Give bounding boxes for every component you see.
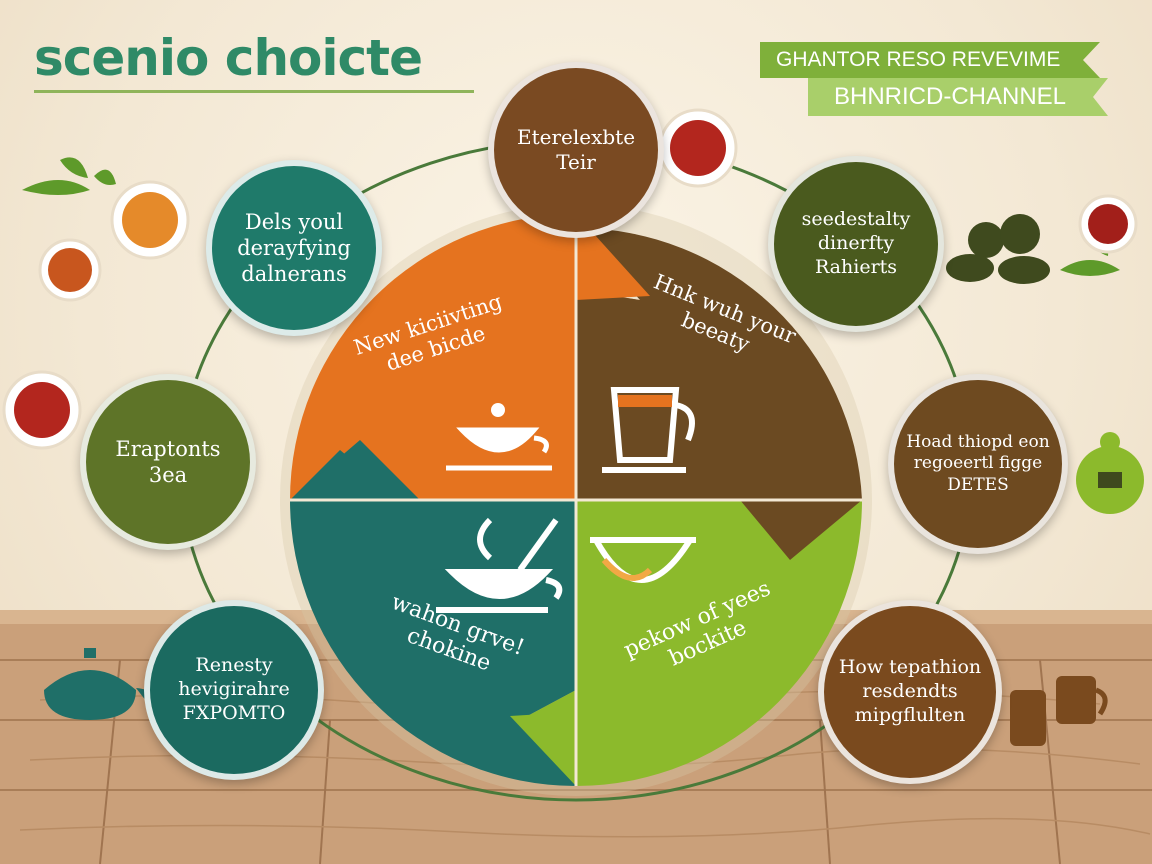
segment-green: [520, 500, 862, 786]
node-mid-left: Eraptonts 3ea: [80, 374, 256, 550]
node-lower-left: Renesty hevigirahre FXPOMTO: [144, 600, 324, 780]
banner-line-2: BHNRICD-CHANNEL: [808, 78, 1108, 116]
node-upper-left-text: Dels youl derayfying dalnerans: [237, 209, 351, 287]
node-upper-right: seedestalty dinerfty Rahierts: [768, 156, 944, 332]
node-upper-right-text: seedestalty dinerfty Rahierts: [801, 208, 911, 278]
channel-banner: GHANTOR RESO REVEVIME BHNRICD-CHANNEL: [760, 42, 1120, 120]
node-mid-right: Hoad thiopd eon regoeertl figge DETES: [888, 374, 1068, 554]
node-upper-left: Dels youl derayfying dalnerans: [206, 160, 382, 336]
tea-bowl-icon: [590, 537, 696, 583]
node-lower-right-text: How tepathion resdendts mipgflulten: [838, 656, 982, 726]
center-wheel: [280, 204, 872, 796]
node-mid-left-text: Eraptonts 3ea: [115, 436, 221, 487]
node-top: Eterelexbte Teir: [488, 62, 664, 238]
node-mid-right-text: Hoad thiopd eon regoeertl figge DETES: [906, 432, 1050, 495]
tea-cup-red-icon: [2, 108, 1138, 450]
mugs-icon: [1010, 676, 1108, 746]
node-top-text: Eterelexbte Teir: [516, 125, 636, 174]
teapot-icon: [446, 403, 552, 471]
node-lower-left-text: Renesty hevigirahre FXPOMTO: [178, 654, 290, 724]
steaming-cup-icon: [436, 517, 563, 613]
tea-leaves-pile-icon: [946, 214, 1050, 284]
segment-brown: [576, 227, 862, 560]
segment-teal: [290, 450, 576, 786]
cup-icon: [602, 387, 695, 473]
page-title: scenio choicte: [34, 28, 474, 93]
banner-line-1: GHANTOR RESO REVEVIME: [760, 42, 1100, 78]
node-lower-right: How tepathion resdendts mipgflulten: [818, 600, 1002, 784]
segment-orange: [290, 214, 640, 500]
green-tea-pot-icon: [1076, 432, 1144, 514]
tea-cup-orange-icon: [38, 180, 190, 302]
